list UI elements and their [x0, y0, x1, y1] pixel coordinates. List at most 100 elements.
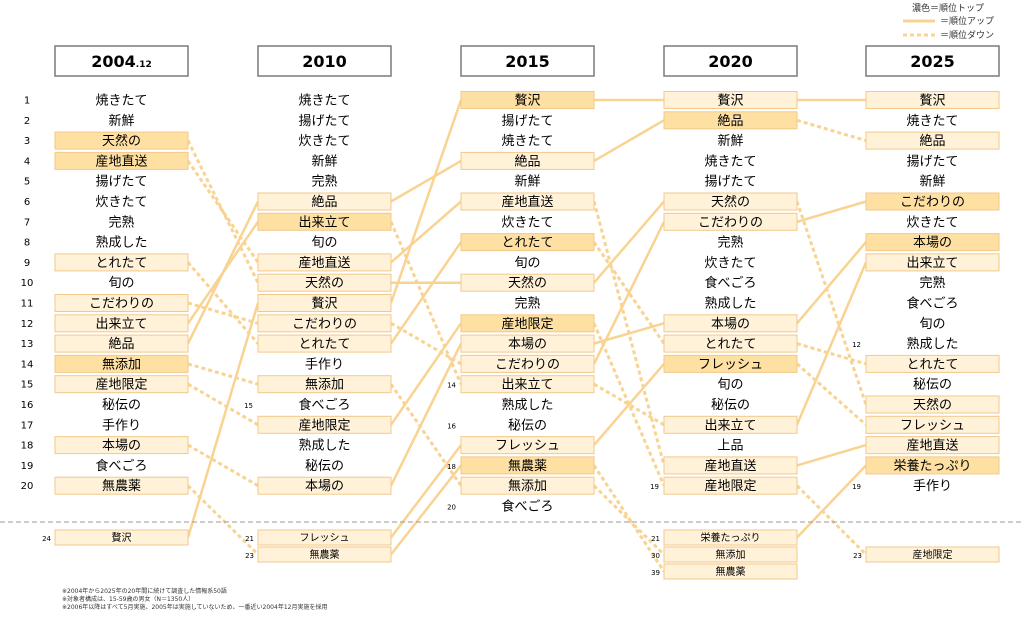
- rank-cell-bg: [663, 91, 798, 109]
- extra-rank-word: フレッシュ: [300, 533, 350, 544]
- extra-rank-word: 贅沢: [112, 531, 132, 544]
- extra-rank-word: 産地限定: [913, 548, 953, 561]
- extra-rank-word: 無添加: [716, 548, 746, 561]
- rank-cell-bg: [663, 314, 798, 333]
- rank-word: 焼きたて: [704, 154, 756, 169]
- connection-line: [187, 301, 259, 325]
- rank-word: 揚げたて: [95, 174, 147, 190]
- rank-cell-bg: [54, 334, 189, 353]
- connection-line: [389, 241, 463, 345]
- rank-word: 旬の: [514, 256, 540, 271]
- rank-word: こだわりの: [698, 215, 763, 230]
- rank-number: 3: [24, 136, 30, 147]
- rank-cell-bg: [257, 334, 392, 353]
- extra-rank-number: 23: [853, 552, 862, 560]
- rank-word: 炊きたて: [95, 195, 147, 210]
- rank-word: 本場の: [102, 439, 141, 454]
- year-label: 2015: [505, 52, 550, 71]
- rank-word: 産地限定: [704, 478, 756, 494]
- rank-word: 焼きたて: [906, 114, 958, 129]
- legend-down-label: ＝順位ダウン: [940, 29, 994, 41]
- rank-word: 天然の: [305, 275, 344, 291]
- rank-cell-bg: [257, 212, 392, 231]
- rank-number: 12: [21, 319, 34, 330]
- rank-cell-bg: [865, 192, 1000, 211]
- connection-line: [390, 159, 462, 203]
- rank-word: こだわりの: [495, 357, 560, 372]
- connection-line: [186, 302, 260, 538]
- extra-rank-word: 栄養たっぷり: [701, 531, 761, 544]
- rank-number: 1: [24, 96, 30, 107]
- rank-number: 6: [24, 197, 30, 208]
- rank-word: 焼きたて: [501, 134, 553, 149]
- rank-cell-bg: [663, 334, 798, 353]
- rank-word: 熟成した: [298, 438, 350, 454]
- rank-cell-bg: [257, 375, 392, 394]
- rank-cell-bg: [54, 253, 189, 272]
- connection-line: [390, 464, 462, 556]
- rank-word: 手作り: [305, 357, 344, 372]
- side-rank-label: 14: [447, 382, 456, 390]
- extra-rank-number: 24: [42, 535, 51, 543]
- rank-word: 贅沢: [919, 93, 945, 109]
- year-header: 2015: [505, 52, 550, 71]
- rank-word: 秘伝の: [913, 378, 952, 393]
- rank-cell-bg: [54, 131, 189, 150]
- rank-word: 手作り: [913, 479, 952, 494]
- connection-line: [389, 322, 463, 426]
- extra-rank-word: 無農薬: [310, 548, 340, 561]
- rank-number: 4: [24, 156, 30, 167]
- extra-rank-number: 39: [651, 569, 660, 577]
- connection-line: [795, 484, 868, 556]
- extra-rank-number: 30: [651, 552, 660, 560]
- rank-cell-bg: [663, 456, 798, 475]
- extra-rank-cell-bg: [865, 546, 1000, 563]
- year-label: 2004: [91, 52, 136, 71]
- rank-word: 出来立て: [95, 317, 147, 332]
- rank-word: 完熟: [919, 275, 945, 291]
- rank-word: 焼きたて: [298, 94, 350, 109]
- side-rank-label: 18: [447, 463, 456, 471]
- rank-word: 揚げたて: [501, 113, 553, 129]
- rank-cell-bg: [865, 354, 1000, 373]
- extra-rank-cell-bg: [257, 529, 392, 546]
- rank-word: 炊きたて: [906, 215, 958, 230]
- connection-line: [593, 200, 665, 284]
- rank-cell-bg: [257, 476, 392, 495]
- rank-number: 17: [21, 420, 34, 431]
- connection-line: [796, 443, 867, 467]
- rank-word: 無添加: [305, 378, 344, 393]
- rank-cell-bg: [663, 476, 798, 495]
- rank-word: 新鮮: [919, 174, 945, 190]
- rank-cell-bg: [460, 476, 595, 495]
- connection-line: [592, 221, 666, 365]
- rank-word: 焼きたて: [95, 94, 147, 109]
- year-label: 2010: [302, 52, 347, 71]
- rank-word: 出来立て: [906, 256, 958, 271]
- rank-word: フレッシュ: [900, 418, 965, 433]
- rank-word: 産地直送: [501, 194, 553, 210]
- rank-word: とれたて: [95, 256, 147, 271]
- extra-rank-cell-bg: [663, 563, 798, 580]
- rank-word: 熟成した: [704, 296, 756, 312]
- rank-number: 15: [21, 380, 34, 391]
- rank-word: 天然の: [508, 275, 547, 291]
- rank-number: 16: [21, 400, 34, 411]
- footnote-1: ※2004年から2025年の20年間に続けて調査した情報系50語: [62, 588, 227, 595]
- rank-word: とれたて: [298, 337, 350, 352]
- rank-word: 産地限定: [298, 417, 350, 433]
- year-header: 2020: [708, 52, 753, 71]
- rank-cell-bg: [663, 354, 798, 373]
- rank-word: 完熟: [311, 174, 337, 190]
- rank-word: 本場の: [913, 236, 952, 251]
- rank-cell-bg: [257, 273, 392, 292]
- connection-line: [592, 464, 666, 573]
- rank-cell-bg: [54, 354, 189, 373]
- year-header: 2010: [302, 52, 347, 71]
- rank-number: 7: [24, 217, 30, 228]
- rank-word: 絶品: [514, 153, 540, 169]
- rank-word: 秘伝の: [305, 459, 344, 474]
- side-rank-label: 16: [447, 422, 456, 430]
- connection-line: [796, 118, 867, 143]
